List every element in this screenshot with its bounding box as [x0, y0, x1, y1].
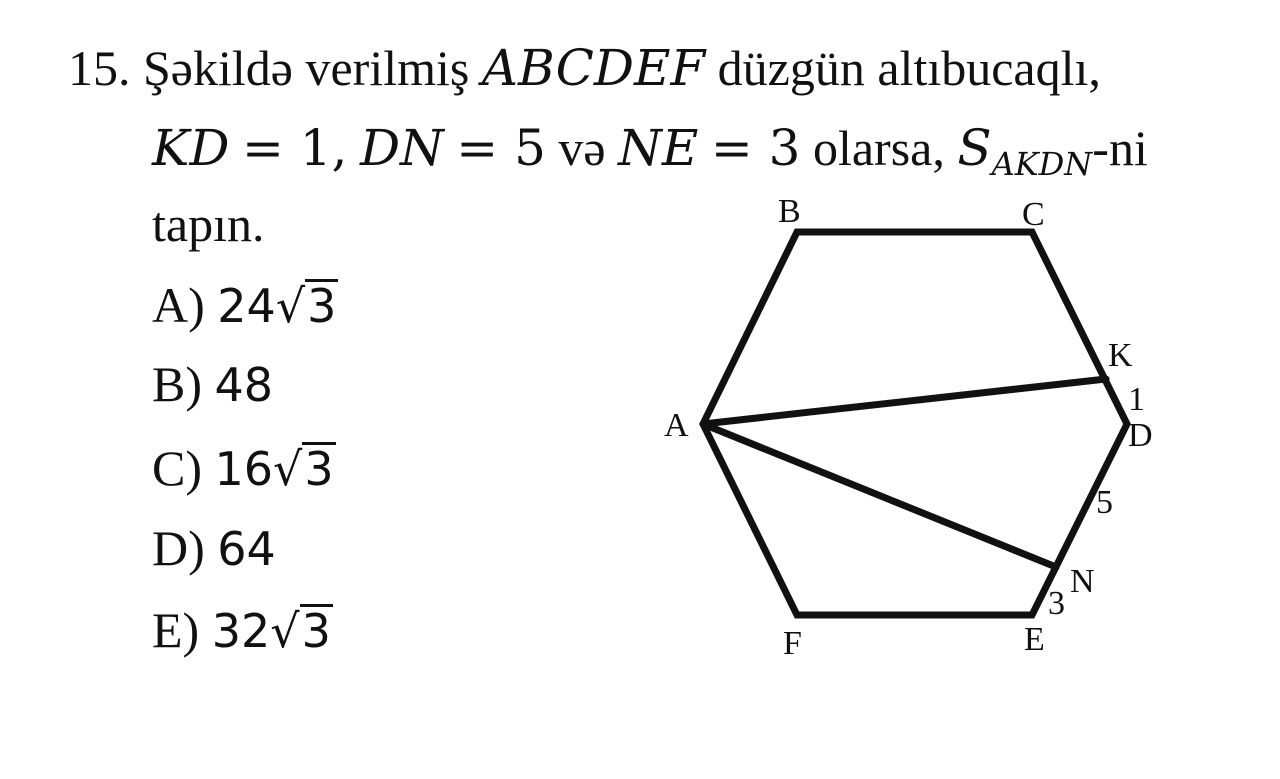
label-c: C	[1022, 196, 1045, 233]
problem-number: 15.	[68, 40, 131, 96]
option-c-radicand: 3	[302, 442, 336, 496]
option-b-letter: B)	[152, 356, 202, 412]
label-ne-length: 3	[1048, 585, 1065, 622]
option-e-sqrt: √3	[270, 600, 333, 661]
area-suffix: -ni	[1092, 120, 1148, 176]
option-c[interactable]: C) 16√3	[152, 438, 336, 499]
problem-text-hexagon: düzgün altıbucaqlı,	[717, 40, 1101, 96]
label-k: K	[1108, 337, 1133, 374]
sqrt-icon: √	[275, 279, 306, 333]
option-b-value: 48	[214, 358, 274, 412]
segment-ne: NE	[618, 119, 699, 177]
option-a-sqrt: √3	[276, 275, 339, 336]
problem-text-intro: Şəkildə verilmiş	[143, 40, 470, 96]
option-c-letter: C)	[152, 440, 202, 496]
segment-kd: KD	[152, 119, 230, 177]
option-e-value: 32	[211, 604, 271, 658]
option-d-letter: D)	[152, 520, 205, 576]
label-d: D	[1128, 417, 1153, 454]
segment-ak	[699, 375, 1110, 428]
option-c-sqrt: √3	[273, 438, 336, 499]
segment-an	[699, 420, 1060, 571]
option-c-value: 16	[214, 442, 274, 496]
option-a-radicand: 3	[305, 279, 339, 333]
label-n: N	[1070, 563, 1095, 600]
option-e-radicand: 3	[299, 604, 333, 658]
label-e: E	[1024, 621, 1045, 658]
problem-line-2: KD = 1, DN = 5 və NE = 3 olarsa, SAKDN-n…	[152, 118, 1148, 184]
segment-kd-value: = 1,	[241, 119, 348, 177]
hexagon-outline	[699, 228, 1131, 619]
option-e[interactable]: E) 32√3	[152, 600, 333, 661]
option-a-value: 24	[217, 279, 276, 333]
option-a[interactable]: A) 24√3	[152, 275, 339, 336]
label-kd-length: 1	[1128, 381, 1145, 418]
sqrt-icon: √	[273, 442, 303, 496]
option-d-value: 64	[217, 522, 276, 576]
segment-ne-value: = 3	[710, 119, 801, 177]
condition-word: olarsa,	[812, 120, 945, 176]
conjunction: və	[558, 120, 606, 176]
label-a: A	[664, 407, 689, 444]
segment-dn-value: = 5	[456, 119, 546, 177]
label-b: B	[778, 193, 801, 230]
sqrt-icon: √	[270, 604, 300, 658]
problem-line-1: 15. Şəkildə verilmiş ABCDEF düzgün altıb…	[68, 38, 1101, 98]
hexagon-name: ABCDEF	[481, 39, 706, 97]
option-d[interactable]: D) 64	[152, 518, 276, 579]
option-a-letter: A)	[152, 277, 205, 333]
label-dn-length: 5	[1096, 484, 1113, 521]
problem-line-3: tapın.	[152, 194, 264, 254]
option-e-letter: E)	[152, 602, 200, 658]
area-subscript: AKDN	[991, 145, 1093, 183]
area-symbol: S	[957, 119, 992, 177]
option-b[interactable]: B) 48	[152, 354, 273, 415]
label-f: F	[783, 625, 802, 662]
segment-dn: DN	[359, 119, 444, 177]
problem-question: tapın.	[152, 196, 265, 252]
